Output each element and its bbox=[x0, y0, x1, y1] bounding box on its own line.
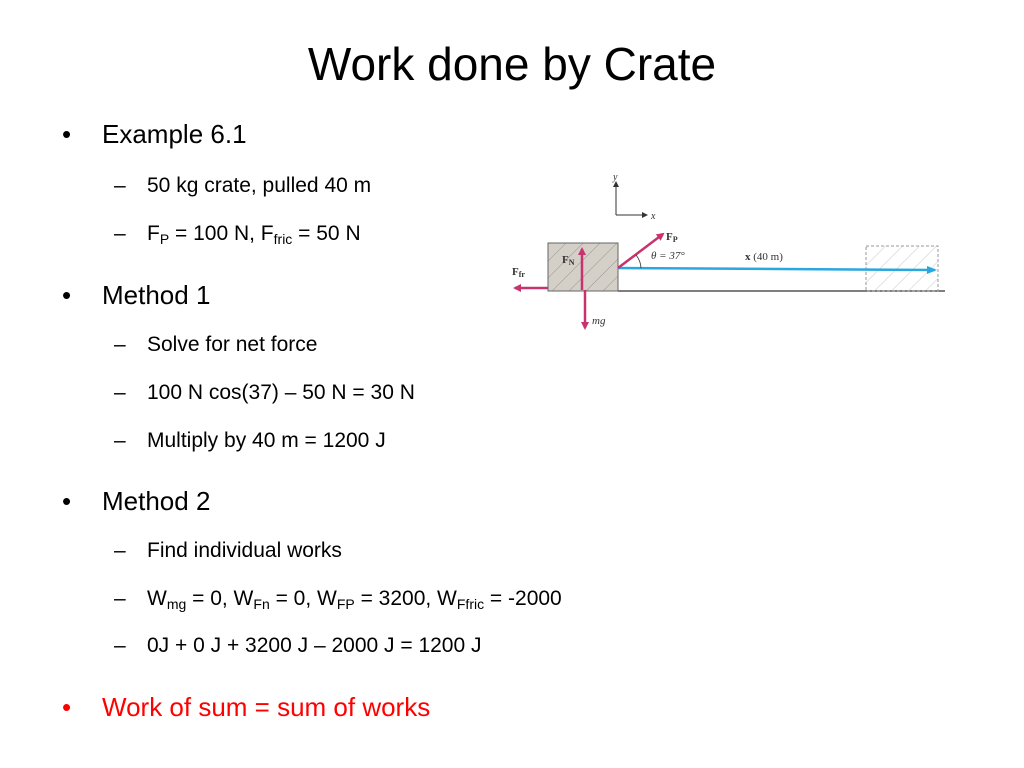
gravity-label: mg bbox=[592, 315, 606, 327]
pull-force-arrow bbox=[617, 232, 665, 269]
bullet-text: Example 6.1 bbox=[102, 119, 247, 149]
normal-force-label: FN bbox=[562, 254, 575, 267]
sub-bullet-text: Solve for net force bbox=[147, 333, 318, 356]
angle-label: θ = 37° bbox=[651, 250, 685, 262]
coordinate-axes: y x bbox=[612, 172, 656, 222]
axis-x-label: x bbox=[650, 211, 656, 222]
dash-marker: – bbox=[114, 634, 126, 657]
bullet-text: Method 1 bbox=[102, 280, 211, 310]
sub-bullet-text: Find individual works bbox=[147, 539, 342, 562]
dash-marker: – bbox=[114, 174, 126, 197]
dash-marker: – bbox=[114, 429, 126, 452]
dash-marker: – bbox=[114, 333, 126, 356]
sub-bullet-text: FP = 100 N, Ffric = 50 N bbox=[147, 222, 361, 247]
pull-force-label: FP bbox=[666, 231, 678, 244]
bullet-marker: • bbox=[62, 119, 72, 149]
bullet-marker: • bbox=[62, 486, 72, 516]
friction-label: Ffr bbox=[512, 266, 525, 279]
slide-title: Work done by Crate bbox=[307, 38, 717, 90]
dash-marker: – bbox=[114, 539, 126, 562]
bullet-marker: • bbox=[62, 280, 72, 310]
angle-arc bbox=[635, 254, 642, 269]
sub-bullet-text: Multiply by 40 m = 1200 J bbox=[147, 429, 386, 452]
dash-marker: – bbox=[114, 222, 126, 245]
bullet-text: Method 2 bbox=[102, 486, 211, 516]
sub-bullet-text: 50 kg crate, pulled 40 m bbox=[147, 174, 372, 197]
sub-bullet-text: 100 N cos(37) – 50 N = 30 N bbox=[147, 381, 415, 404]
sub-bullet-text: Wmg = 0, WFn = 0, WFP = 3200, WFfric = -… bbox=[147, 587, 562, 612]
bullet-text: Work of sum = sum of works bbox=[102, 692, 431, 722]
bullet-marker: • bbox=[62, 692, 72, 722]
crate-force-diagram: y x x (40 m) FP θ = 37° FN mg Ffr bbox=[512, 172, 945, 330]
sub-bullet-text: 0J + 0 J + 3200 J – 2000 J = 1200 J bbox=[147, 634, 482, 657]
dash-marker: – bbox=[114, 381, 126, 404]
dash-marker: – bbox=[114, 587, 126, 610]
axis-y-label: y bbox=[612, 172, 618, 183]
displacement-label: x (40 m) bbox=[745, 251, 783, 263]
displacement-arrow bbox=[617, 265, 937, 274]
